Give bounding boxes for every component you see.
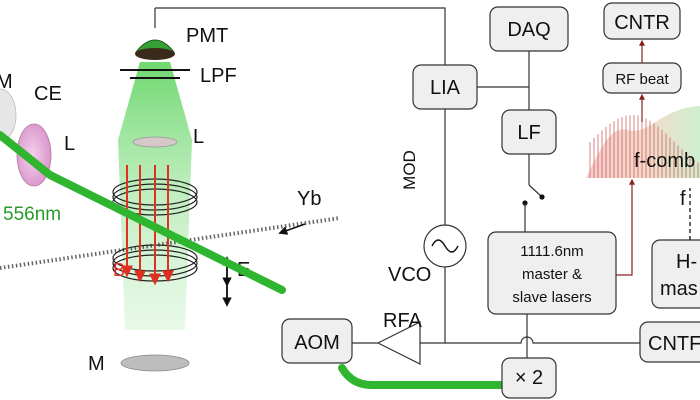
b-field-label: B bbox=[113, 260, 125, 280]
aom-label: AOM bbox=[294, 332, 340, 354]
mirror-bottom bbox=[120, 354, 190, 372]
vco-label: VCO bbox=[388, 264, 431, 286]
doubler-box bbox=[501, 357, 557, 399]
feedback-switch bbox=[522, 154, 545, 232]
yb-atomic-beam bbox=[0, 216, 341, 270]
f-label: f bbox=[680, 188, 686, 210]
yb-beam-arrow bbox=[278, 223, 306, 235]
daq-label: DAQ bbox=[507, 19, 550, 41]
mod-label: MOD bbox=[400, 150, 419, 190]
lia-label: LIA bbox=[430, 77, 461, 99]
ce-label: CE bbox=[34, 83, 62, 105]
vco-source bbox=[423, 224, 467, 268]
lens-top-label: L bbox=[193, 126, 204, 148]
cntr-right-label: CNTF bbox=[648, 333, 700, 355]
cntr-right-wire bbox=[445, 336, 640, 344]
lens-top bbox=[132, 136, 178, 148]
laser-beam-aom-to-doubler bbox=[338, 364, 506, 389]
pmt-label: PMT bbox=[186, 25, 228, 47]
laser-to-comb-line bbox=[616, 178, 635, 276]
laser-box bbox=[487, 231, 617, 315]
rfa-amplifier bbox=[376, 321, 421, 365]
lf-label: LF bbox=[517, 122, 540, 144]
h-maser-line1: H- bbox=[676, 251, 697, 273]
rfa-label: RFA bbox=[383, 310, 423, 332]
aom-box bbox=[281, 318, 353, 364]
laser-line1: 1111.6nm bbox=[520, 243, 583, 260]
doubler-label: × 2 bbox=[515, 367, 543, 389]
mirror-bottom-label: M bbox=[88, 353, 105, 375]
cntr-right-box bbox=[639, 321, 700, 363]
h-maser-line2: mas bbox=[660, 278, 698, 300]
mirror-left bbox=[0, 88, 17, 142]
pmt-to-lia-wire bbox=[155, 7, 446, 65]
pmt-detector bbox=[134, 8, 176, 60]
h-maser-box bbox=[651, 239, 700, 309]
lpf-filter bbox=[120, 69, 190, 79]
cntr-top-box bbox=[603, 2, 681, 40]
lens-left-label: L bbox=[64, 133, 75, 155]
f-comb-label: f-comb bbox=[634, 150, 695, 172]
mirror-left-label: M bbox=[0, 71, 13, 93]
laser-beam-556 bbox=[0, 131, 286, 294]
yb-label: Yb bbox=[297, 188, 321, 210]
wavelength-label: 556nm bbox=[3, 204, 61, 225]
lpf-label: LPF bbox=[200, 65, 237, 87]
laser-line2: master & bbox=[522, 266, 582, 283]
rf-beat-label: RF beat bbox=[615, 71, 669, 88]
laser-line3: slave lasers bbox=[512, 289, 591, 306]
f-comb-spectrum bbox=[586, 106, 700, 178]
cntr-top-label: CNTR bbox=[614, 12, 670, 34]
